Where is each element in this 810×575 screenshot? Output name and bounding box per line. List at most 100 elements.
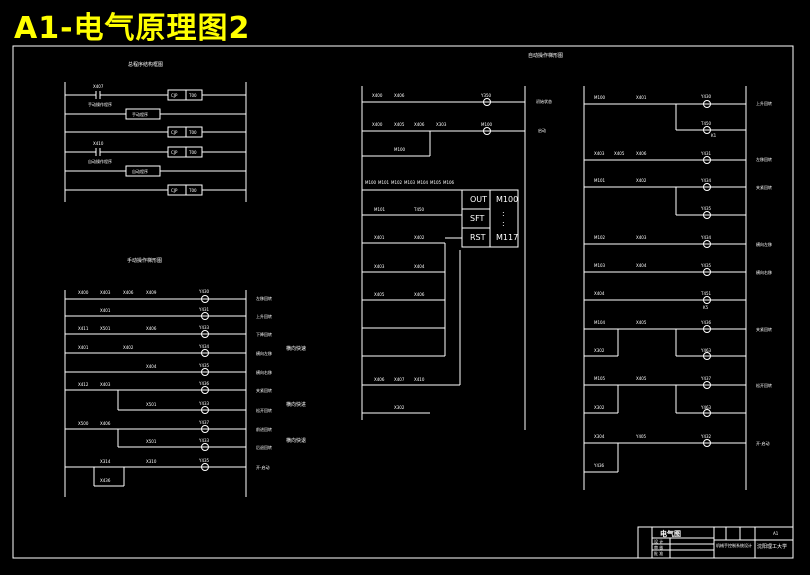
manual-contact-7: X501 bbox=[100, 326, 111, 331]
auto-right-function-6: 夹紧回转 bbox=[756, 326, 772, 332]
auto-ladder-right: M100 X401 X403 X405 X406 M101 X402 M102 … bbox=[583, 86, 772, 490]
manual-function-9: 后退回转 bbox=[256, 444, 272, 450]
section-title-manual: 手动操作梯形图 bbox=[127, 257, 162, 264]
manual-coil-3: Y433 bbox=[198, 325, 210, 330]
auto-right-label-14: X405 bbox=[636, 320, 647, 325]
manual-function-4: 横向左移 bbox=[256, 350, 272, 356]
manual-coil-5: Y435 bbox=[198, 363, 210, 368]
manual-contact-19: X310 bbox=[146, 459, 157, 464]
auto-right-coil-9: Y436 bbox=[700, 320, 712, 325]
auto-right-function-2: 左移回转 bbox=[756, 156, 772, 162]
shift-dots-1: : bbox=[502, 209, 505, 218]
auto-right-label-7: X402 bbox=[636, 178, 647, 183]
manual-coil-6: Y436 bbox=[198, 381, 210, 386]
main-box-2: 自动程序 bbox=[132, 168, 148, 174]
auto-right-label-17: X405 bbox=[636, 376, 647, 381]
auto-right-label-10: M103 bbox=[594, 263, 606, 268]
auto-right-coil-5: Y435 bbox=[700, 206, 712, 211]
auto-right-coil-13: Y432 bbox=[700, 434, 712, 439]
main-contact-note-2: 自动操作程序 bbox=[88, 158, 112, 164]
auto-right-label-8: M102 bbox=[594, 235, 606, 240]
manual-contact-9: X401 bbox=[78, 345, 89, 350]
manual-function-5: 横向右移 bbox=[256, 369, 272, 375]
auto-right-coil-7: Y435 bbox=[700, 263, 712, 268]
manual-coil-2: Y431 bbox=[198, 307, 210, 312]
auto-right-label-11: X404 bbox=[636, 263, 647, 268]
auto-right-label-18: X302 bbox=[594, 405, 605, 410]
title-block-row-1: 设 计 bbox=[654, 538, 663, 544]
auto-mid-label-4: X405 bbox=[394, 122, 405, 127]
section-title-auto: 自动操作梯形图 bbox=[528, 52, 563, 59]
manual-function-6: 夹紧回转 bbox=[256, 387, 272, 393]
main-contact-1: X407 bbox=[93, 84, 104, 89]
main-cjp-4: CJP bbox=[171, 188, 178, 193]
shift-m117-label: M117 bbox=[496, 233, 518, 242]
auto-mid-label-6: X303 bbox=[436, 122, 447, 127]
main-target-3: T00 bbox=[188, 150, 197, 155]
manual-function-3: 下降回转 bbox=[256, 331, 272, 337]
auto-right-label-12: X404 bbox=[594, 291, 605, 296]
manual-function-2: 上升回转 bbox=[256, 313, 272, 319]
manual-contact-2: X403 bbox=[100, 290, 111, 295]
main-contact-2: X410 bbox=[93, 141, 104, 146]
auto-mid-label-23: X406 bbox=[374, 377, 385, 382]
auto-mid-label-22: X406 bbox=[414, 292, 425, 297]
manual-contact-11: X404 bbox=[146, 364, 157, 369]
auto-mid-label-12: M104 bbox=[417, 180, 429, 185]
auto-right-label-6: M101 bbox=[594, 178, 606, 183]
auto-right-label-9: X403 bbox=[636, 235, 647, 240]
manual-contact-17: X501 bbox=[146, 439, 157, 444]
title-block-row-3: 批 准 bbox=[654, 550, 663, 556]
auto-mid-coil-1: Y350 bbox=[480, 93, 492, 98]
manual-function-8: 前进回转 bbox=[256, 426, 272, 432]
auto-right-coil-4: Y434 bbox=[700, 178, 712, 183]
auto-mid-label-9: M101 bbox=[378, 180, 390, 185]
manual-contact-14: X501 bbox=[146, 402, 157, 407]
shift-dots-2: : bbox=[502, 219, 505, 228]
shift-rst-label: RST bbox=[470, 233, 486, 242]
manual-coil-7: Y433 bbox=[198, 401, 210, 406]
title-block-school: 沈阳理工大学 bbox=[757, 543, 787, 550]
manual-coil-10: Y435 bbox=[198, 458, 210, 463]
auto-ladder-middle: OUT SFT RST M100 : : M117 X400 X406 X400… bbox=[361, 86, 552, 430]
manual-note-2: 横向快进 bbox=[286, 401, 306, 408]
auto-right-function-3: 夹紧回转 bbox=[756, 184, 772, 190]
auto-mid-label-10: M102 bbox=[391, 180, 403, 185]
main-target-1: T00 bbox=[188, 93, 197, 98]
auto-right-label-2: X401 bbox=[636, 95, 647, 100]
auto-right-label-13: M104 bbox=[594, 320, 606, 325]
auto-right-label-16: M105 bbox=[594, 376, 606, 381]
shift-sft-label: SFT bbox=[470, 214, 485, 223]
auto-right-function-4: 横向左移 bbox=[756, 241, 772, 247]
manual-contact-13: X403 bbox=[100, 382, 111, 387]
manual-contact-12: X412 bbox=[78, 382, 89, 387]
shift-m100-label: M100 bbox=[496, 195, 518, 204]
auto-right-coil-3: Y431 bbox=[700, 151, 712, 156]
auto-right-coil-note-2: K5 bbox=[703, 305, 709, 310]
auto-mid-label-25: X410 bbox=[414, 377, 425, 382]
main-contact-note-1: 手动操作程序 bbox=[88, 101, 112, 107]
auto-right-label-19: X304 bbox=[594, 434, 605, 439]
manual-contact-5: X401 bbox=[100, 308, 111, 313]
page-title: A1-电气原理图2 bbox=[14, 11, 251, 46]
main-box-1: 手动程序 bbox=[132, 111, 148, 117]
drawing-frame bbox=[12, 45, 794, 559]
title-block: 电气图 设 计 审 核 批 准 机械手控制系统设计 沈阳理工大学 A1 bbox=[637, 526, 794, 559]
manual-ladder: Y430 Y431 Y433 Y434 Y435 Y436 Y433 Y437 … bbox=[64, 289, 306, 497]
auto-right-coil-note-1: K1 bbox=[711, 133, 717, 138]
manual-contact-1: X400 bbox=[78, 290, 89, 295]
manual-coil-8: Y437 bbox=[198, 420, 210, 425]
auto-right-function-1: 上升回转 bbox=[756, 100, 772, 106]
auto-mid-label-13: M105 bbox=[430, 180, 442, 185]
auto-mid-label-8: M100 bbox=[365, 180, 377, 185]
manual-contact-3: X406 bbox=[123, 290, 134, 295]
manual-contact-16: X406 bbox=[100, 421, 111, 426]
title-block-name: 电气图 bbox=[660, 529, 681, 538]
auto-mid-label-17: X401 bbox=[374, 235, 385, 240]
auto-mid-label-11: M103 bbox=[404, 180, 416, 185]
auto-right-label-4: X405 bbox=[614, 151, 625, 156]
manual-coil-1: Y430 bbox=[198, 289, 210, 294]
auto-right-coil-1: Y430 bbox=[700, 94, 712, 99]
auto-mid-label-14: M106 bbox=[443, 180, 455, 185]
